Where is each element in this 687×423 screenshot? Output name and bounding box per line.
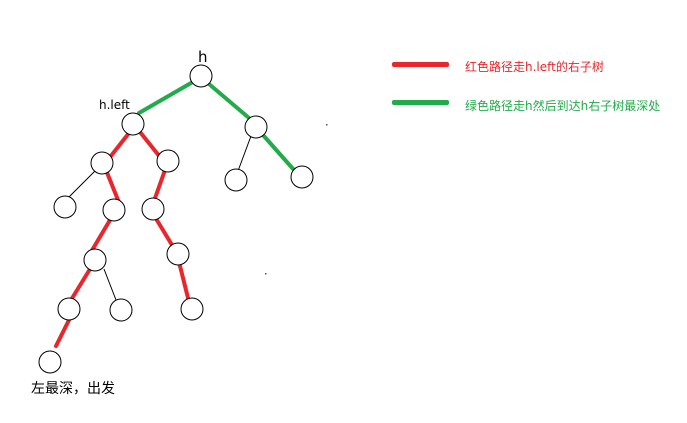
green-edge-n1-n0 <box>137 81 193 115</box>
tree-node <box>156 149 180 173</box>
stray-dot <box>326 124 328 126</box>
tree-node <box>290 165 314 189</box>
stray-dot <box>265 273 267 275</box>
tree-node <box>109 298 133 322</box>
red-edge-n13-n15 <box>54 316 72 348</box>
tree-node <box>57 297 81 321</box>
tree-node <box>38 350 62 374</box>
tree-node <box>83 248 107 272</box>
tree-node-h-left <box>121 112 145 136</box>
red-edge-n11-n13 <box>69 267 92 302</box>
green-edge-n0-n2 <box>207 82 251 120</box>
red-edge-n12-n16 <box>177 260 190 300</box>
red-edge-n4-n9 <box>152 168 167 203</box>
legend-green-text: 绿色路径走h然后到达h右子树最深处 <box>465 99 661 113</box>
red-edge-n1-n4 <box>138 130 162 159</box>
tree-node-h <box>189 64 213 88</box>
tree-node <box>102 198 126 222</box>
red-edge-n9-n12 <box>153 215 174 247</box>
red-edge-n8-n11 <box>89 218 112 254</box>
tree-node <box>180 297 204 321</box>
tree-node-h-right <box>244 115 268 139</box>
tree-node <box>141 197 165 221</box>
edge-n2-n5 <box>237 135 252 172</box>
green-edge-n2-n6 <box>261 133 296 172</box>
left-child-label: h.left <box>99 98 130 112</box>
start-label: 左最深，出发 <box>31 381 115 397</box>
tree-node <box>224 168 248 192</box>
edge-n11-n14 <box>103 268 117 301</box>
tree-node <box>166 242 190 266</box>
legend-red-swatch <box>392 62 449 67</box>
tree-node <box>90 151 114 175</box>
tree-node <box>53 195 77 219</box>
legend-red-text: 红色路径走h.left的右子树 <box>465 60 604 74</box>
root-label: h <box>198 48 208 66</box>
legend-green-swatch <box>392 100 449 105</box>
edge-n3-n7 <box>68 169 97 198</box>
